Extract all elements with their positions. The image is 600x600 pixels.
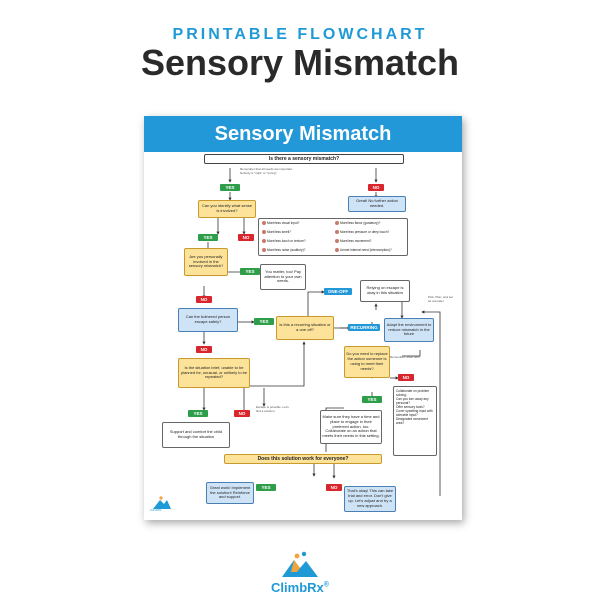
yes-label-final: YES bbox=[256, 484, 276, 491]
no-label-main: NO bbox=[368, 184, 384, 191]
great-work-box: Great work! Implement the solution! Rein… bbox=[206, 482, 254, 504]
side-note: Pick, Plan, and set as reminder bbox=[428, 295, 453, 303]
one-off-note: Relying on escape is okay in this situat… bbox=[360, 280, 410, 302]
eye-icon bbox=[262, 221, 266, 226]
support-comfort-box: Support and comfort the child through th… bbox=[162, 422, 230, 448]
collaborate-title: Collaborate on problem solving: bbox=[396, 389, 430, 397]
yes-label-personal: YES bbox=[240, 268, 260, 275]
recurring-question: Is this a recurring situation or a one o… bbox=[276, 316, 334, 340]
page-title: Sensory Mismatch bbox=[140, 42, 460, 83]
senses-panel: More/less visual input? More/less smell?… bbox=[258, 218, 408, 256]
no-mismatch-result: Great! No further action needed. bbox=[348, 196, 406, 212]
climbrx-logo-small bbox=[153, 496, 171, 509]
recurring-label: RECURRING bbox=[348, 324, 380, 331]
movement-icon bbox=[335, 239, 339, 244]
situation-brief-question: Is the situation brief, unable to be pla… bbox=[178, 358, 250, 388]
replace-action-question: Do you need to replace the action someon… bbox=[344, 346, 390, 378]
tongue-icon bbox=[335, 221, 339, 226]
escape-possible-note: Escape is possible. Let's find a solutio… bbox=[256, 405, 289, 413]
no-label-replace: NO bbox=[398, 374, 414, 381]
registered-mark: ® bbox=[323, 581, 329, 589]
no-label-escape: NO bbox=[196, 346, 212, 353]
sense-auditory: More/less noise (auditory)? bbox=[262, 248, 305, 253]
hand-icon bbox=[262, 239, 266, 244]
work-for-everyone-question: Does this solution work for everyone? bbox=[224, 454, 382, 464]
muscle-icon bbox=[335, 230, 339, 235]
no-label-final: NO bbox=[326, 484, 342, 491]
poster-logo-text: ClimbRx bbox=[150, 508, 162, 512]
personally-involved-question: Are you personally involved in the senso… bbox=[184, 248, 228, 276]
sense-visual: More/less visual input? bbox=[262, 221, 299, 226]
climbrx-logo bbox=[282, 551, 318, 577]
sense-interoception: Unmet internal need (interoception)? bbox=[335, 248, 392, 253]
collaborate-option: Designated movement area? bbox=[396, 417, 428, 425]
sense-movement: More/less movement? bbox=[335, 239, 371, 244]
sense-gustatory: More/less flavor (gustatory)? bbox=[335, 221, 380, 226]
adapt-environment-box: Adapt the environment to reduce mismatch… bbox=[384, 318, 434, 342]
remember-note: Remember that all needs are important. N… bbox=[240, 167, 293, 175]
page-kicker: PRINTABLE FLOWCHART bbox=[172, 26, 428, 43]
you-matter-note: You matter, too! Pay attention to your o… bbox=[260, 264, 306, 290]
poster-banner-title: Sensory Mismatch bbox=[144, 116, 462, 152]
make-sure-time-box: Make sure they have a time and place to … bbox=[320, 410, 382, 444]
collaborate-option: Can you turn away any personal? bbox=[396, 397, 429, 405]
collaborate-option: Offer sensory tools? bbox=[396, 405, 425, 409]
short-term-note: Remember: short term bbox=[390, 355, 421, 359]
one-off-label: ONE-OFF bbox=[324, 288, 352, 295]
thats-okay-box: That's okay! This can take trial and err… bbox=[344, 486, 396, 512]
yes-label-escape: YES bbox=[254, 318, 274, 325]
no-label-personal: NO bbox=[196, 296, 212, 303]
no-label-brief: NO bbox=[234, 410, 250, 417]
yes-label-main: YES bbox=[220, 184, 240, 191]
brand-name: ClimbRx® bbox=[271, 580, 329, 595]
yes-label-sense: YES bbox=[198, 234, 218, 241]
ear-icon bbox=[262, 248, 266, 253]
yes-label-brief: YES bbox=[188, 410, 208, 417]
collaborate-option: Cover upsetting input with tolerable inp… bbox=[396, 409, 433, 417]
nose-icon bbox=[262, 230, 266, 235]
no-label-sense: NO bbox=[238, 234, 254, 241]
sense-touch: More/less touch or texture? bbox=[262, 239, 306, 244]
sense-pressure: More/less pressure or deep touch? bbox=[335, 230, 389, 235]
collaborate-options-list: Collaborate on problem solving: Can you … bbox=[393, 386, 437, 456]
which-sense-question: Can you identify what sense is involved? bbox=[198, 200, 256, 218]
sense-smell: More/less smell? bbox=[262, 230, 291, 235]
main-question: Is there a sensory mismatch? bbox=[204, 154, 404, 164]
stomach-icon bbox=[335, 248, 339, 253]
yes-label-replace: YES bbox=[362, 396, 382, 403]
escape-safely-question: Can the bothered person escape safely? bbox=[178, 308, 238, 332]
flowchart-poster: Sensory Mismatch bbox=[144, 116, 462, 520]
